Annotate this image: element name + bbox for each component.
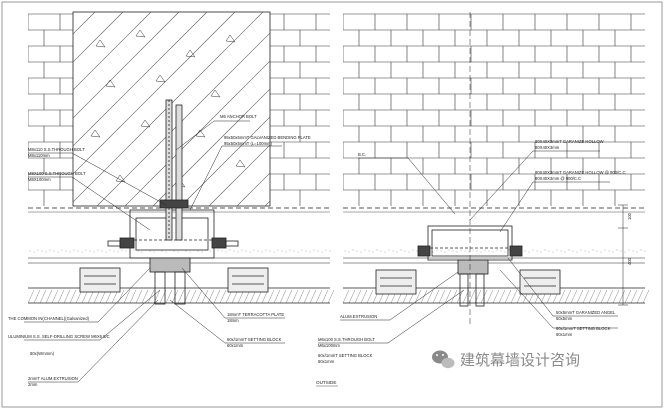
label-right-bolt-cn: M6x100mm <box>318 343 340 348</box>
label-alum-extrusion: 2mmT ALUM.EXTRUSION <box>28 376 78 381</box>
watermark: 建筑幕墙设计咨询 <box>432 350 580 369</box>
label-alum-extrusion-cn: 2mm <box>28 382 38 387</box>
label-hollow-2: 80X40X3mmT GARANIZE HOLLOW @ 900/C.C <box>535 170 626 175</box>
dim-400: 400 <box>627 257 632 265</box>
watermark-text: 建筑幕墙设计咨询 <box>460 351 580 369</box>
label-terracotta-plate-cn: 18mm <box>227 318 239 323</box>
label-right-setting-block-2-cn: 60x1mm <box>318 359 335 364</box>
label-hollow-1-cn: 80X40X3mm <box>535 145 560 150</box>
label-m8x110-bolt-cn: M8x110mm <box>28 153 50 158</box>
dimension-lines <box>618 204 628 306</box>
label-m8x100-bolt: M8X100 S.S.THROUGH BOLT <box>28 171 86 176</box>
label-bending-plate: 95x50x5mmT GALVANIZED BENDING PLATE <box>224 135 311 140</box>
label-right-setting-block-cn: 60x1mm <box>556 332 573 337</box>
label-m8x100-bolt-cn: M8X100mm <box>28 177 51 182</box>
label-setting-block-cn: 60x1mm <box>227 343 244 348</box>
label-right-angle-cn: 50x5mm <box>556 316 573 321</box>
label-hollow-1: 80X40X3mmT GARANIZE HOLLOW <box>535 139 604 144</box>
label-terracotta-plate: 18mmT TERRACOTTA PLATE <box>227 312 284 317</box>
caption-outside: OUTSIDE <box>316 380 336 385</box>
label-right-setting-block: 60x/1mmT SETTING BLOCK <box>556 326 611 331</box>
right-bracket-assembly <box>375 12 561 326</box>
label-m8x110-bolt: M8x110 S.S.THROUGH BOLT <box>28 147 85 152</box>
label-hollow-2-cn: 80X40X3mm @ 900/C.C <box>535 176 581 181</box>
wechat-icon <box>432 350 455 369</box>
label-dimension-note: 80x(Wmmm) <box>30 351 55 356</box>
label-bending-plate-cn: 95x50x5mmT (L=100mm) <box>224 141 273 146</box>
right-brick-wall <box>343 13 645 206</box>
label-bc-note: B.C. <box>358 152 366 157</box>
label-common-channel: THE COMMON IN(CHANNEL)(Galvanized) <box>8 316 90 321</box>
leader-lines <box>24 120 618 383</box>
label-right-setting-block-2: 60x/1mmT SETTING BLOCK <box>318 353 373 358</box>
label-right-bolt: M6x100 S.S.THROUGH BOLT <box>318 337 375 342</box>
label-m6-anchor-bolt: M6 ANCHOR BOLT <box>220 114 257 119</box>
label-setting-block: 60x/1mmT SETTING BLOCK <box>227 337 282 342</box>
left-bracket-assembly <box>79 99 269 305</box>
label-right-extrusion: ALUM.EXTRUSION <box>340 314 377 319</box>
label-right-angle: 50x5mmT GARANIZED ANGEL <box>556 310 616 315</box>
dim-100: 100 <box>627 212 632 220</box>
label-drilling-screw: ULUMINIUM S.S. SELF-DRILLING SCREW M6X6.… <box>8 334 110 339</box>
